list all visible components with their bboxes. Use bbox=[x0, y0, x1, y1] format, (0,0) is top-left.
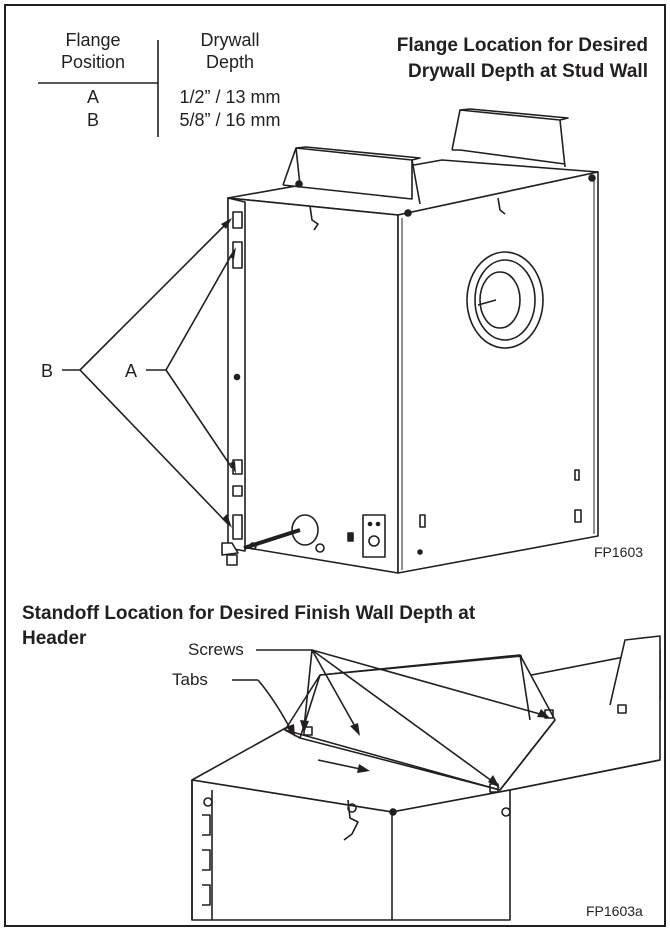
figure1-title-line1: Flange Location for Desired bbox=[396, 35, 648, 56]
table-header-depth-line2: Depth bbox=[205, 52, 255, 72]
table-header-position-line1: Flange bbox=[65, 30, 121, 50]
table-row-b-position: B bbox=[86, 110, 99, 130]
figure1-title-line2: Drywall Depth at Stud Wall bbox=[408, 61, 648, 82]
callout-b-label: B bbox=[41, 361, 54, 381]
table-row-a-position: A bbox=[86, 87, 99, 107]
figure2-title-line1: Standoff Location for Desired Finish Wal… bbox=[22, 603, 476, 624]
firebox-side-face bbox=[397, 171, 599, 574]
page-frame bbox=[4, 4, 666, 927]
figure2-title-line2: Header bbox=[22, 628, 87, 649]
standoff-front bbox=[282, 147, 421, 205]
standoff-back bbox=[451, 109, 566, 168]
table-header-depth-line1: Drywall bbox=[200, 30, 260, 50]
figure2-header-drawing bbox=[191, 635, 661, 921]
callout-screws-label: Screws bbox=[188, 640, 244, 659]
callout-a-label: A bbox=[125, 361, 138, 381]
vent-collar bbox=[466, 251, 544, 349]
gas-valve bbox=[291, 514, 319, 546]
table-row-b-depth: 5/8” / 16 mm bbox=[179, 110, 281, 130]
callout-tabs-label: Tabs bbox=[172, 670, 208, 689]
figure2-code: FP1603a bbox=[586, 903, 643, 919]
figure1-code: FP1603 bbox=[594, 544, 644, 560]
table-header-position-line2: Position bbox=[60, 52, 126, 72]
table-row-a-depth: 1/2” / 13 mm bbox=[179, 87, 281, 107]
